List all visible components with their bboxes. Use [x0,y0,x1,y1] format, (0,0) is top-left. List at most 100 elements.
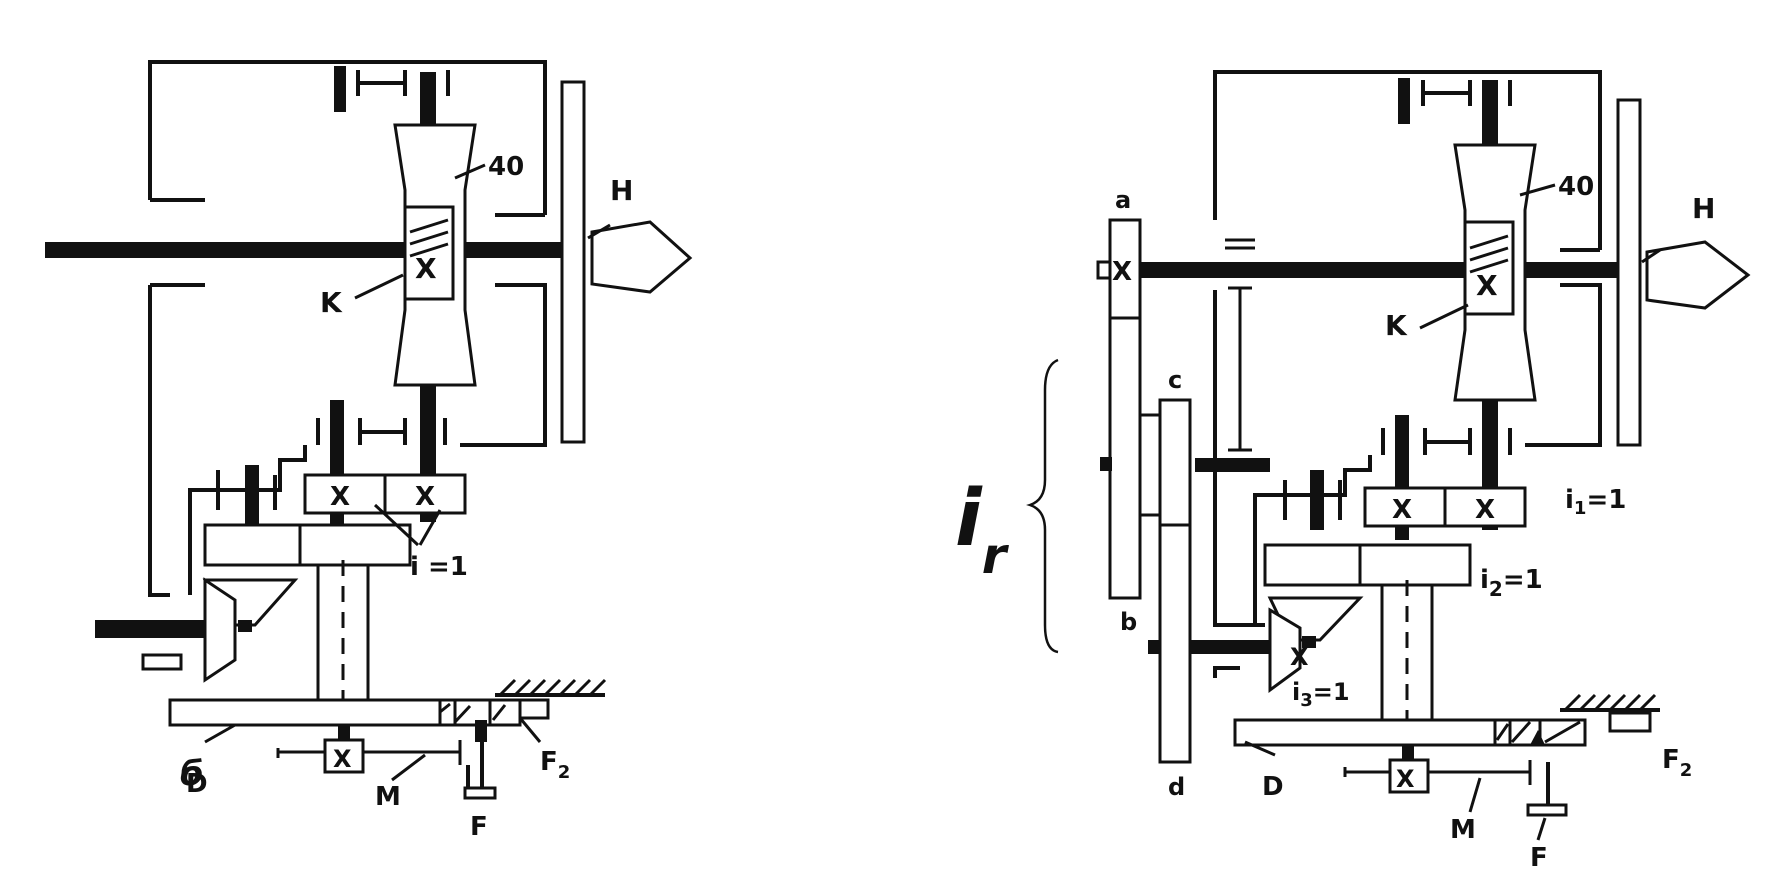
right-main-spindle [1140,262,1630,278]
left-label-40: 40 [488,152,524,182]
right-intermediate-shaft [1195,458,1270,472]
right-label-f: F [1530,843,1548,873]
left-label-worm-x: X [415,252,437,285]
right-worm-threads [1469,234,1509,274]
left-top-bearing-marks [356,70,450,96]
left-stop-foot [463,786,497,800]
left-leader-i [373,503,442,547]
right-label-c: c [1168,366,1182,394]
left-leader-40 [454,163,486,180]
left-label-gear-x2: X [415,482,435,512]
right-crank-arm [1343,760,1532,785]
right-bevel-hub [1302,636,1316,648]
left-stop-pin [475,720,487,742]
right-label-f2: F2 [1662,745,1692,781]
right-housing-left [1213,290,1265,627]
right-housing-right [1525,283,1602,447]
right-leader-40 [1519,183,1556,197]
right-label-i3-sub: 3 [1300,690,1313,711]
left-housing-notch [150,198,205,287]
left-bevel-hub [238,620,252,632]
right-label-i2: i2=1 [1480,565,1543,601]
left-label-m: M [375,782,401,812]
left-large-gear [203,523,412,567]
right-stop-wedge [1530,730,1545,745]
left-main-spindle [45,242,565,258]
right-housing-mark [1225,238,1255,250]
left-label-f2-main: F [540,747,558,777]
left-housing-left [148,285,170,597]
right-label-i2-sub: 2 [1489,577,1503,601]
right-label-ir-sub: r [982,527,1010,585]
left-label-k: K [320,286,343,319]
left-leader-m [391,753,426,782]
left-index-plate [560,80,586,444]
left-housing-lower [188,445,307,595]
right-bevel-shaft [1310,470,1324,530]
right-label-a: a [1115,186,1131,214]
right-label-dial: D [1262,772,1284,802]
right-label-i3-main: i [1292,678,1300,706]
right-leader-f [1536,817,1547,841]
right-label-d: d [1168,773,1185,801]
left-tailstock-center [590,220,693,294]
right-gear-cd [1158,398,1192,764]
left-leader-d [204,723,236,744]
right-label-i2-main: i [1480,565,1489,595]
left-label-h: H [610,174,633,207]
right-label-gear-x1: X [1392,495,1412,525]
right-input-stub [1148,640,1160,654]
left-housing-top [148,60,547,217]
right-stop-foot [1526,803,1568,817]
right-ground-hatch [1563,693,1657,712]
right-intermediate-bearing [1228,286,1252,452]
left-bevel-side [203,577,237,683]
right-top-bearing [1398,78,1410,124]
left-lower-bearing-marks [316,418,447,445]
right-label-gear-x2: X [1475,495,1495,525]
right-leader-h [1641,248,1661,264]
left-label-f2-sub: 2 [558,762,571,783]
left-label-d: D [186,769,208,799]
right-index-plate [1616,98,1642,447]
left-dial-plate [168,698,522,727]
left-lock-pad [518,698,550,720]
left-input-block [141,653,183,671]
right-large-gear [1263,543,1472,587]
right-leader-k [1419,303,1469,330]
right-label-40: 40 [1558,172,1594,202]
left-worm-threads [409,218,449,258]
right-label-i1-main: i [1565,485,1574,515]
left-leader-k [354,273,404,300]
right-housing-top [1213,70,1602,252]
left-label-ratio: i =1 [410,552,468,582]
right-tailstock-center [1645,240,1751,310]
right-intermediate-stub [1100,457,1112,471]
right-label-bevel-x: X [1290,643,1309,671]
left-stop-rod [466,742,484,790]
left-ground-hatch [498,678,607,697]
right-diagram: a X b c d 40 H K X X X X i1=1 i2=1 i3=1 … [955,70,1751,873]
right-label-crank-x: X [1396,765,1415,793]
right-gear-hub [1138,413,1162,517]
right-lock-pad [1608,711,1652,733]
right-label-i3-val: =1 [1313,678,1350,706]
right-label-i2-val: =1 [1503,565,1543,595]
left-top-bearing [334,66,346,112]
left-plate-hatch [438,700,507,725]
left-housing-right [460,283,547,447]
right-crank-box [1388,758,1430,794]
left-label-d-handwritten: б [180,754,204,794]
right-label-worm-x: X [1476,269,1498,302]
left-leader-f2 [518,717,542,743]
right-plate-hatch [1493,720,1581,745]
right-lower-bearing-marks [1381,428,1512,455]
left-crank-arm [276,740,462,765]
right-bevel-marks [1283,480,1342,520]
right-label-ir: ir [955,474,1010,585]
right-label-i1-sub: 1 [1574,498,1587,519]
left-label-f2: F2 [540,747,570,783]
right-spindle-end [1096,260,1112,280]
